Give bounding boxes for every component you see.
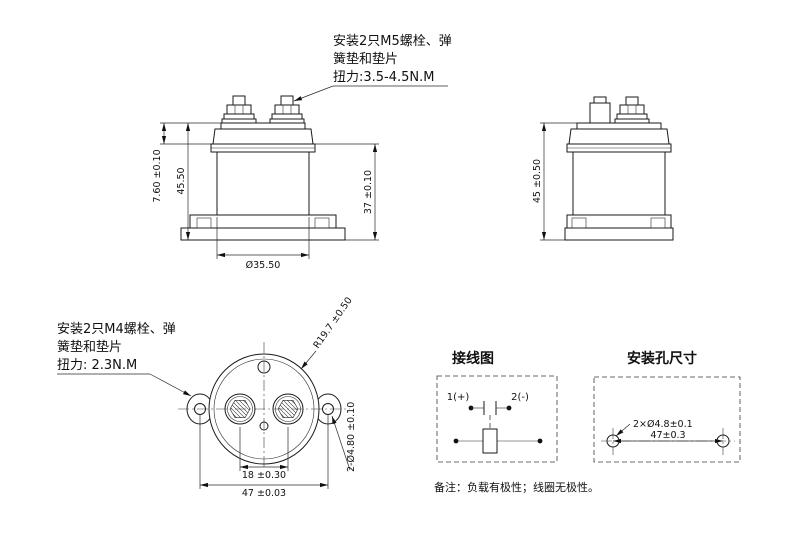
dim-bottom-radius: R19.7 ±0.50 [300, 295, 355, 370]
mounting-holes-box [593, 376, 741, 463]
terminal-stud [232, 95, 246, 106]
side-base-plate [564, 227, 674, 241]
front-base-slot-right [314, 217, 330, 229]
dim-front-diameter-text: Ø35.50 [246, 260, 281, 271]
m4-installation-note: 安装2只M4螺栓、弹 簧垫和垫片 扭力: 2.3N.M [57, 322, 192, 397]
terminal-hex-nut [274, 104, 300, 115]
coil-node-left [453, 438, 459, 444]
front-terminal-left [221, 95, 257, 124]
m5-note-line2: 簧垫和垫片 [333, 51, 398, 67]
terminal-pad [269, 118, 305, 124]
dim-mounting-spacing-text: 47 ±0.03 [242, 488, 286, 499]
mounting-holes-title: 安装孔尺寸 [627, 350, 697, 367]
dim-front-diameter: Ø35.50 [216, 217, 310, 271]
side-view [564, 96, 674, 241]
side-base-step [566, 214, 672, 229]
dim-bottom-radius-text: R19.7 ±0.50 [311, 295, 354, 350]
dim-ear-holes: 2-Ø4.80 ±0.10 [331, 402, 357, 472]
front-cap [212, 128, 314, 145]
dim-front-cap-height-text: 7.60 ±0.10 [152, 149, 163, 202]
dim-terminal-spacing-text: 18 ±0.30 [242, 470, 286, 481]
dim-front-body-height: 37 ±0.10 [315, 143, 379, 241]
terminal-stud [593, 96, 607, 104]
dim-ear-holes-text: 2-Ø4.80 ±0.10 [346, 402, 357, 472]
mounting-holes-panel: 安装孔尺寸 2×Ø4.8±0.1 47±0.3 [593, 350, 741, 463]
m4-note-line3: 扭力: 2.3N.M [57, 358, 137, 373]
side-cap [568, 128, 670, 145]
terminal-pad [221, 118, 257, 124]
dim-terminal-spacing: 18 ±0.30 [239, 427, 289, 481]
terminal-washer [271, 113, 303, 120]
m5-installation-note: 安装2只M5螺栓、弹 簧垫和垫片 扭力:3.5-4.5N.M [293, 34, 452, 102]
wiring-diagram-box [436, 375, 558, 463]
dim-side-height: 45 ±0.50 [532, 122, 577, 241]
terminal-washer [616, 113, 648, 120]
front-base-plate [180, 227, 346, 241]
m5-note-leader [293, 85, 334, 102]
terminal-stud [280, 95, 294, 106]
polarity-note: 备注：负载有极性；线圈无极性。 [434, 480, 599, 494]
dim-side-height-text: 45 ±0.50 [532, 159, 543, 203]
terminal-block [589, 102, 611, 124]
side-body [572, 151, 666, 216]
coil-symbol [482, 428, 498, 454]
terminal-hex-nut [226, 104, 252, 115]
side-terminal-left [589, 96, 611, 124]
terminal-positive-label: 1(+) [447, 392, 470, 403]
m4-note-line2: 簧垫和垫片 [57, 339, 122, 355]
dim-front-total-height-text: 45.50 [176, 167, 187, 194]
dim-front-total-height: 45.50 [160, 122, 221, 240]
front-view [180, 95, 346, 241]
wiring-diagram-panel: 接线图 1(+) 2(-) [436, 350, 558, 463]
front-top-plate [220, 122, 306, 130]
terminal-hex-nut [619, 104, 645, 115]
m4-note-line1: 安装2只M4螺栓、弹 [57, 322, 176, 337]
bottom-view [178, 342, 350, 468]
terminal-stud [625, 96, 639, 106]
dim-front-cap-height: 7.60 ±0.10 [152, 123, 167, 203]
side-base-slot-right [650, 217, 666, 229]
terminal-negative-label: 2(-) [511, 392, 529, 403]
dim-mounting-spacing: 47 ±0.03 [199, 415, 329, 499]
m4-note-leader [149, 373, 192, 397]
m5-note-line3: 扭力:3.5-4.5N.M [333, 70, 435, 85]
front-body [216, 151, 310, 216]
m5-note-line1: 安装2只M5螺栓、弹 [333, 34, 452, 49]
coil-node-right [537, 438, 543, 444]
front-terminal-right [269, 95, 305, 124]
front-base-step [189, 214, 337, 229]
mounting-hole-spacing-text: 47±0.3 [650, 430, 685, 441]
side-top-plate [576, 122, 662, 130]
terminal-pad [614, 118, 650, 124]
dim-front-body-height-text: 37 ±0.10 [363, 170, 374, 214]
front-base-slot-left [196, 217, 212, 229]
terminal-washer [223, 113, 255, 120]
side-terminal-right [614, 96, 650, 124]
wiring-diagram-title: 接线图 [452, 350, 494, 367]
side-base-slot-left [571, 217, 587, 229]
mounting-hole-size-text: 2×Ø4.8±0.1 [633, 419, 693, 430]
